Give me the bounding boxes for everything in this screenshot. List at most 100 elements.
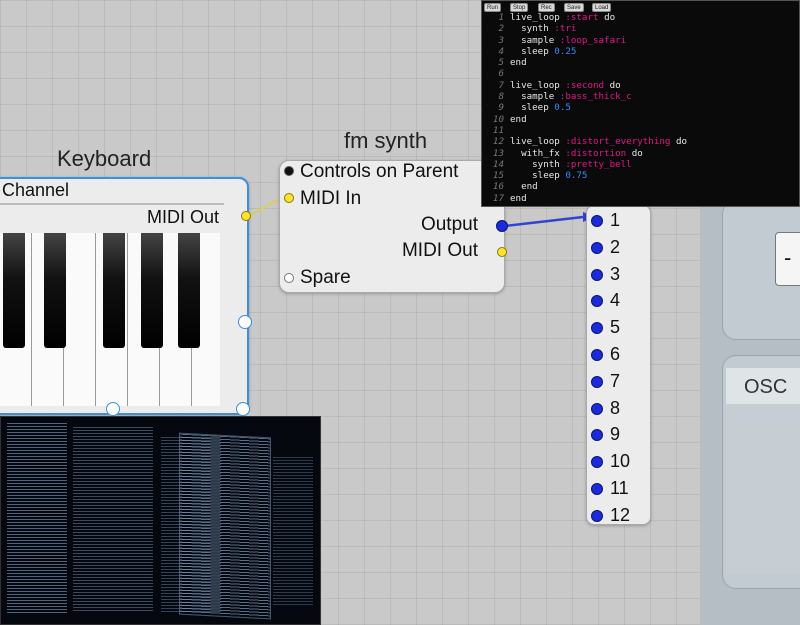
output-channel-label: 11 — [610, 478, 629, 498]
code-token: with_fx — [510, 147, 566, 159]
code-token: :second — [565, 79, 605, 91]
spare-label: Spare — [300, 267, 351, 288]
output-channel-port[interactable] — [591, 215, 603, 227]
code-token: end — [510, 113, 527, 125]
white-key[interactable] — [64, 233, 96, 406]
code-token: :tri — [554, 23, 577, 35]
code-token: do — [604, 79, 621, 91]
code-token: 0.5 — [554, 102, 571, 114]
code-token: do — [670, 136, 688, 148]
code-token: :pretty_bell — [565, 158, 632, 170]
line-number: 8 — [498, 91, 504, 103]
output-label: Output — [420, 214, 478, 235]
code-token: synth — [510, 23, 555, 35]
code-line: 15 sleep 0.75 — [484, 170, 794, 181]
code-line: 11 — [484, 125, 794, 136]
code-token: sample — [510, 34, 560, 46]
code-token: 0.25 — [554, 45, 577, 57]
code-token: do — [626, 147, 643, 159]
code-token: :loop_safari — [559, 34, 627, 46]
black-key[interactable] — [3, 233, 25, 348]
code-token: end — [510, 181, 538, 193]
run-button[interactable]: Run — [484, 3, 502, 12]
terminal-image — [0, 416, 321, 625]
resize-handle[interactable] — [106, 402, 120, 416]
black-key[interactable] — [103, 233, 125, 348]
code-token: live_loop — [510, 12, 566, 23]
code-token: end — [510, 192, 527, 204]
code-token: live_loop — [510, 79, 566, 91]
output-channel-port[interactable] — [591, 322, 603, 335]
osc-label: OSC — [744, 376, 788, 398]
line-number: 14 — [492, 158, 504, 170]
midi-in-port[interactable] — [284, 193, 294, 203]
code-token: end — [510, 57, 527, 69]
fm-synth-node[interactable]: Controls on Parent MIDI In Output MIDI O… — [279, 160, 505, 293]
black-key[interactable] — [178, 233, 200, 348]
code-token: :distortion — [565, 147, 627, 159]
value-field[interactable]: - — [775, 232, 800, 286]
line-number: 16 — [492, 181, 504, 193]
code-line: 10 end — [484, 114, 794, 125]
midi-in-label: MIDI In — [300, 188, 362, 209]
controls-on-parent-port[interactable] — [284, 166, 294, 176]
stop-button[interactable]: Stop — [510, 3, 529, 12]
code-token: sleep — [510, 102, 555, 114]
code-line: 3 sample :loop_safari — [484, 35, 794, 46]
keyboard-midi-out-port[interactable] — [241, 211, 251, 221]
code-line: 8 sample :bass_thick_c — [484, 91, 794, 102]
save-button[interactable]: Save — [564, 3, 584, 12]
code-line: 7 live_loop :second do — [484, 80, 794, 91]
black-key[interactable] — [44, 233, 66, 348]
code-token: sleep — [510, 45, 555, 57]
output-port[interactable] — [496, 220, 508, 232]
output-channel-port[interactable] — [591, 241, 603, 254]
piano-keys[interactable] — [0, 233, 220, 406]
output-channel-label: 4 — [610, 290, 621, 311]
line-number: 6 — [498, 68, 504, 80]
output-channel-port[interactable] — [591, 375, 603, 388]
output-channel-label: 1 — [610, 210, 621, 230]
line-number: 2 — [498, 23, 504, 35]
resize-handle[interactable] — [238, 315, 252, 329]
output-channel-port[interactable] — [591, 349, 603, 361]
rec-button[interactable]: Rec — [538, 3, 555, 12]
output-channel-label: 8 — [610, 397, 621, 418]
output-channel-port[interactable] — [591, 509, 603, 522]
code-token: live_loop — [510, 136, 566, 148]
black-key[interactable] — [141, 233, 163, 348]
spare-port[interactable] — [284, 273, 294, 283]
midi-out-port[interactable] — [497, 247, 507, 257]
code-token: sleep — [510, 170, 566, 182]
value-text: - — [784, 245, 792, 270]
output-channel-port[interactable] — [591, 483, 603, 495]
keyboard-channel-label: Channel — [2, 180, 70, 200]
wire-output-to-channel-1 — [504, 215, 584, 228]
code-line: 9 sleep 0.5 — [484, 102, 794, 113]
output-channel-port[interactable] — [591, 295, 603, 308]
line-number: 10 — [492, 113, 504, 125]
resize-handle[interactable] — [236, 402, 250, 416]
midi-out-label: MIDI Out — [401, 240, 478, 261]
line-number: 13 — [492, 147, 504, 159]
line-number: 17 — [492, 192, 504, 204]
code-line: 17 end — [484, 193, 794, 204]
code-line: 13 with_fx :distortion do — [484, 148, 794, 159]
code-line: 16 end — [484, 181, 794, 192]
load-button[interactable]: Load — [592, 3, 612, 12]
output-channel-port[interactable] — [591, 402, 603, 415]
line-number: 7 — [498, 79, 504, 91]
output-channel-label: 6 — [610, 344, 621, 364]
code-token: :bass_thick_c — [559, 91, 632, 103]
output-channel-port[interactable] — [591, 456, 603, 469]
line-number: 3 — [498, 34, 504, 46]
output-channel-port[interactable] — [591, 429, 603, 442]
keyboard-midi-out-label: MIDI Out — [147, 207, 220, 227]
code-token: :distort_everything — [565, 136, 671, 148]
output-channel-port[interactable] — [591, 268, 603, 281]
